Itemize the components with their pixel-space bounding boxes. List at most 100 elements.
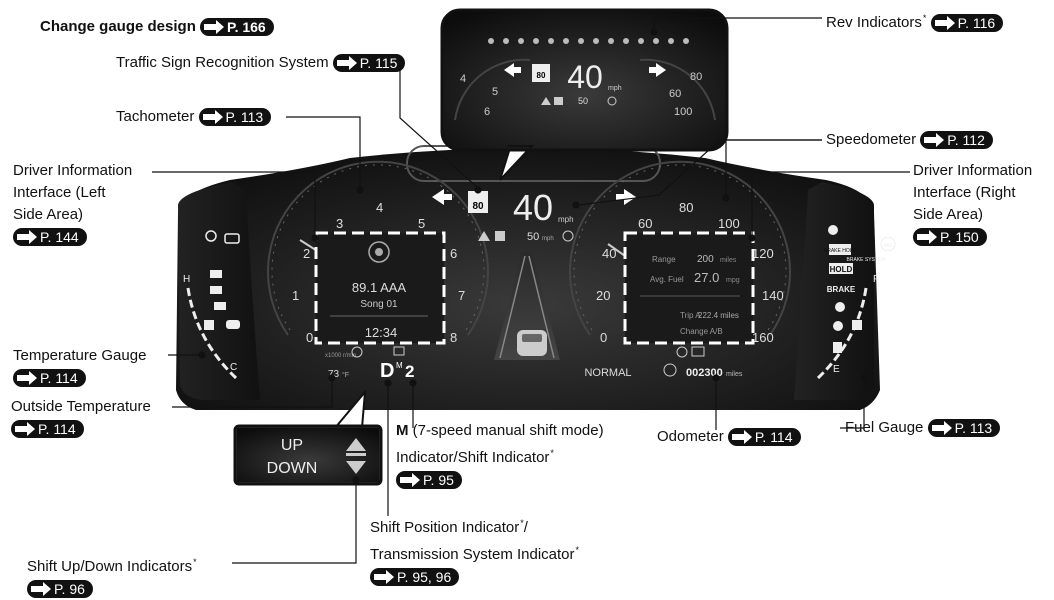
gear-indicator: D [380, 360, 394, 382]
seatbelt-icon [833, 321, 843, 331]
inset-tick-100: 100 [674, 106, 692, 118]
arrow-icon [924, 133, 945, 148]
page-ref-change-gauge[interactable]: P. 166 [200, 18, 274, 37]
door-open-icon [691, 346, 705, 357]
shift-down-arrow-icon [346, 461, 366, 474]
idle-stop-icon [351, 346, 363, 358]
inset-set-speed: 50 [578, 96, 588, 106]
audio-station: 89.1 AAA [352, 280, 407, 295]
tire-pressure-icon [205, 230, 217, 242]
page-ref-fuel[interactable]: P. 113 [927, 419, 1001, 438]
dii-right-label: Driver Information Interface (Right Side… [913, 162, 1033, 247]
brake-hold-icon [829, 244, 851, 255]
fuel-gauge-label: Fuel Gauge P. 113 [845, 417, 1001, 439]
speed-unit: mph [558, 215, 574, 224]
shift-updown-box: UP DOWN [233, 388, 383, 486]
arrow-icon [931, 421, 952, 436]
low-fuel-icon [833, 342, 842, 353]
radio-icon [368, 241, 390, 263]
right-info-row3-label: Trip A [680, 311, 701, 320]
arrow-icon [202, 110, 223, 125]
arrow-icon [31, 582, 51, 597]
page-ref-temp-gauge[interactable]: P. 114 [13, 369, 86, 388]
inset-tick-80: 80 [690, 71, 702, 83]
tach-tick-1: 1 [292, 288, 299, 303]
arrow-icon [731, 430, 752, 445]
page-ref-odometer[interactable]: P. 114 [727, 428, 801, 447]
temp-warning-icon [204, 320, 214, 330]
page-ref-shift-updown[interactable]: P. 96 [27, 580, 93, 599]
tach-tick-5: 5 [418, 216, 425, 231]
right-info-row1-value: 200 [697, 254, 714, 265]
arrow-icon [336, 56, 357, 71]
right-info-area: Range 200 miles Avg. Fuel 27.0 mpg Trip … [623, 231, 755, 345]
speedo-tick-100: 100 [718, 216, 740, 231]
speedo-tick-120: 120 [752, 246, 774, 261]
right-info-row1-label: Range [652, 255, 676, 264]
fuel-gauge-bar [816, 287, 868, 380]
center-display: 80 40 mph 50 mph NORMAL 002300 miles 73 … [328, 187, 743, 382]
abs-label: ABS [883, 243, 894, 249]
shift-position-label: Shift Position Indicator*/ Transmission … [370, 518, 580, 587]
dii-left-label: Driver Information Interface (Left Side … [13, 162, 133, 247]
tach-tick-4: 4 [376, 200, 383, 215]
inset-tick-60: 60 [669, 88, 681, 100]
change-gauge-label: Change gauge design P. 166 [40, 16, 274, 38]
temp-c-label: C [230, 362, 237, 373]
page-ref-dii-left[interactable]: P. 144 [13, 228, 87, 247]
rev-indicator-dots [488, 38, 689, 44]
road-departure-icon [495, 231, 505, 241]
inset-speed-sign-value: 80 [537, 71, 546, 80]
arrow-icon [15, 422, 35, 437]
odometer-label: Odometer P. 114 [657, 426, 801, 448]
audio-song: Song 01 [360, 299, 398, 310]
inset-left-arrow-icon [504, 63, 521, 77]
updown-down-label: DOWN [267, 460, 318, 477]
speed-limit-sign-value: 80 [472, 201, 484, 212]
fog-light-icon [210, 286, 222, 294]
info-icon [676, 346, 688, 358]
arrow-icon [400, 473, 420, 488]
arrow-icon [934, 16, 955, 31]
tachometer-gauge: 0 1 2 3 4 5 6 7 8 x1000 r/min [267, 160, 489, 359]
inset-speed-readout: 40 [567, 59, 603, 95]
right-info-row2-value: 27.0 [694, 270, 719, 285]
inset-tick-5: 5 [492, 86, 498, 98]
drive-mode: NORMAL [584, 367, 631, 379]
tsr-label: Traffic Sign Recognition System P. 115 [116, 52, 406, 74]
temp-h-label: H [183, 274, 190, 285]
fuel-f-label: F [873, 274, 879, 285]
right-info-row3-value: 222.4 miles [698, 311, 739, 320]
hold-label: HOLD [830, 265, 853, 274]
right-warning-lights: BRAKE HOLD BRAKE SYSTEM ABS HOLD BRAKE F… [816, 225, 896, 380]
temp-gauge-label: Temperature Gauge P. 114 [13, 347, 147, 388]
lane-keep-icon [478, 231, 490, 241]
m-shift-label: M (7-speed manual shift mode) Indicator/… [396, 422, 604, 490]
inset-tick-6: 6 [484, 106, 490, 118]
page-ref-outside-temp[interactable]: P. 114 [11, 420, 84, 439]
page-ref-rev[interactable]: P. 116 [930, 14, 1004, 33]
right-info-row2-label: Avg. Fuel [650, 275, 684, 284]
inset-tick-4: 4 [460, 73, 466, 85]
right-info-row4: Change A/B [680, 327, 723, 336]
page-ref-speedometer[interactable]: P. 112 [920, 131, 993, 150]
speedo-tick-160: 160 [752, 330, 774, 345]
page-ref-tachometer[interactable]: P. 113 [198, 108, 272, 127]
fuel-e-label: E [833, 364, 840, 375]
page-ref-m-shift[interactable]: P. 95 [396, 471, 462, 490]
page-ref-tsr[interactable]: P. 115 [332, 54, 406, 73]
inset-speed-unit: mph [608, 85, 622, 92]
airbag-icon [835, 302, 845, 312]
outside-temp-unit: °F [342, 371, 349, 379]
lights-on-icon [214, 302, 226, 310]
set-speed: 50 [527, 231, 539, 243]
page-ref-dii-right[interactable]: P. 150 [913, 228, 987, 247]
inset-right-arrow-icon [649, 63, 666, 77]
tach-tick-3: 3 [336, 216, 343, 231]
hold-icon [829, 263, 853, 274]
speed-readout: 40 [513, 187, 553, 228]
left-turn-arrow-icon [432, 189, 452, 205]
rev-indicators-inset: 4 5 6 60 80 100 80 40 mph 50 [440, 8, 729, 181]
brake-label: BRAKE [827, 285, 856, 294]
page-ref-shift-position[interactable]: P. 95, 96 [370, 568, 460, 587]
